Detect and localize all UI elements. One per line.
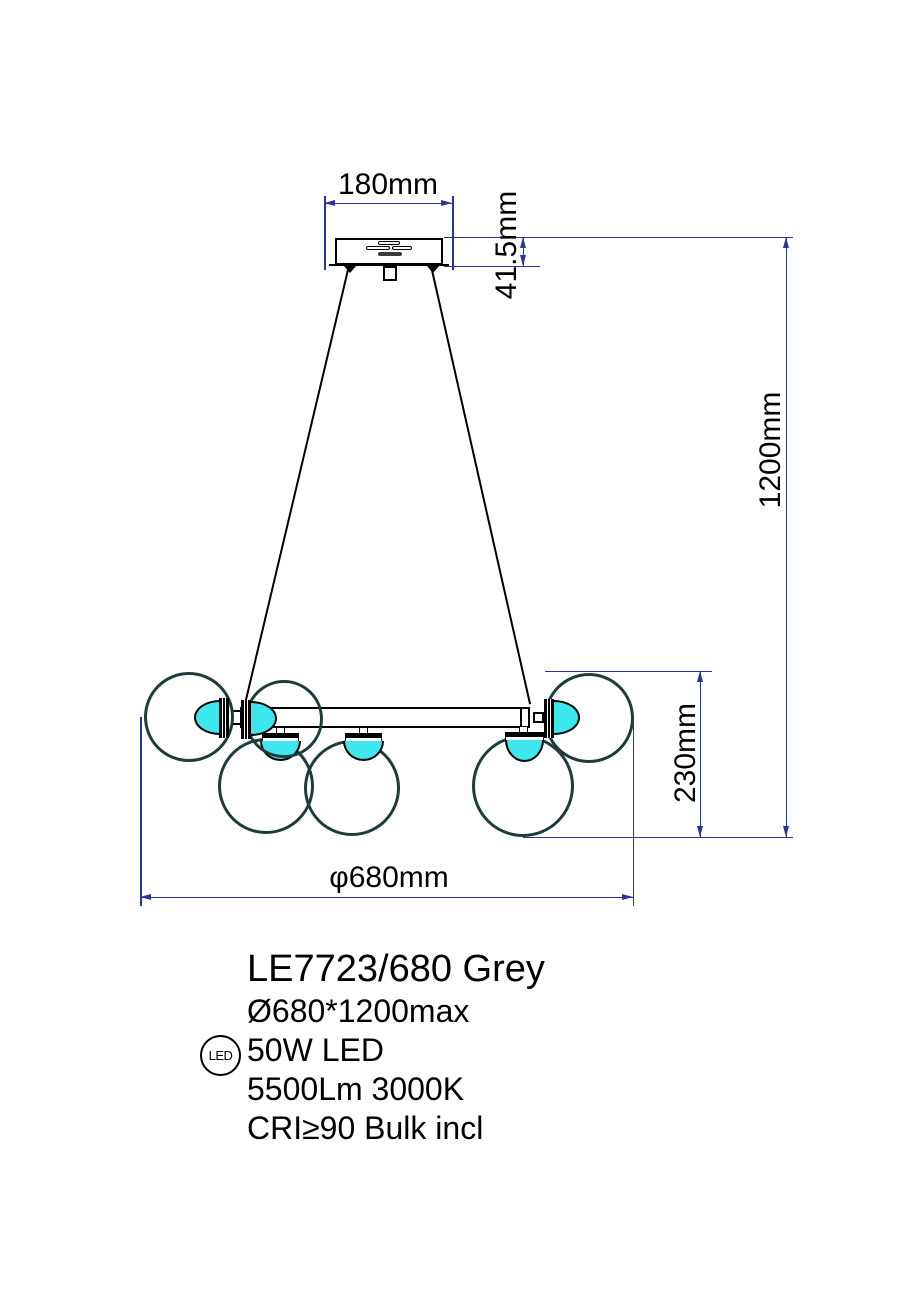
cable-mount-left — [344, 266, 356, 273]
spec-output: 5500Lm 3000K — [247, 1071, 465, 1107]
dim-1200-line — [785, 237, 787, 837]
dim-label-1200: 1200mm — [754, 391, 787, 509]
dim-41-line — [522, 237, 524, 266]
dim-1200-arrow-top — [782, 237, 789, 248]
dim-230-line — [699, 671, 701, 837]
spec-power: 50W LED — [247, 1032, 384, 1068]
suspension-cable-left — [244, 269, 349, 704]
dim-bottom-extension — [523, 836, 793, 838]
dim-680-line — [140, 896, 633, 898]
dim-230-arrow-top — [696, 671, 703, 682]
dim-230-arrow-bottom — [696, 826, 703, 837]
dim-680-arrow-right — [622, 893, 633, 900]
dim-label-180: 180mm — [337, 168, 439, 201]
spec-cri: CRI≥90 Bulk incl — [247, 1110, 484, 1146]
cable-mount-right — [427, 266, 439, 273]
dim-41-ext-bottom — [444, 265, 540, 267]
spec-size: Ø680*1200max — [247, 993, 470, 1029]
dim-180-ext-left — [324, 196, 326, 270]
socket-end-right — [544, 699, 554, 738]
dim-label-230: 230mm — [669, 702, 702, 804]
dim-label-680: φ680mm — [329, 861, 449, 894]
suspension-cable-right — [431, 270, 532, 705]
canopy-base-plate — [329, 264, 449, 266]
socket-inner-left — [241, 700, 251, 739]
spec-model: LE7723/680 Grey — [247, 948, 545, 990]
dim-label-41-5: 41.5mm — [490, 190, 523, 300]
dim-180-line — [324, 202, 453, 204]
spec-block: LE7723/680 Grey Ø680*1200max 50W LED 550… — [247, 946, 545, 1148]
bar-divider-right — [520, 707, 522, 728]
socket-end-left — [219, 698, 229, 738]
dim-680-ext-left — [140, 717, 142, 906]
canopy-vent-slot-1 — [378, 241, 400, 245]
dim-180-arrow-left — [324, 199, 335, 206]
dim-230-ext-top — [545, 670, 712, 672]
dim-680-arrow-left — [140, 893, 151, 900]
globe-end-left — [144, 672, 234, 762]
dim-41-arrow-bottom — [519, 255, 526, 266]
bar-end-connector-right — [533, 712, 544, 723]
dim-180-arrow-right — [441, 199, 452, 206]
canopy-vent-slot-2 — [366, 246, 390, 250]
dim-41-arrow-top — [519, 237, 526, 248]
canopy-vent-slot-4 — [378, 252, 402, 256]
dim-680-ext-right — [632, 718, 634, 906]
led-badge-label: LED — [208, 1048, 233, 1063]
dim-180-ext-right — [452, 196, 454, 270]
led-badge: LED — [200, 1035, 241, 1076]
dim-top-extension — [444, 236, 793, 238]
canopy-vent-slot-3 — [392, 246, 412, 250]
dim-1200-arrow-bottom — [782, 826, 789, 837]
canopy-cable-gland — [383, 266, 397, 281]
